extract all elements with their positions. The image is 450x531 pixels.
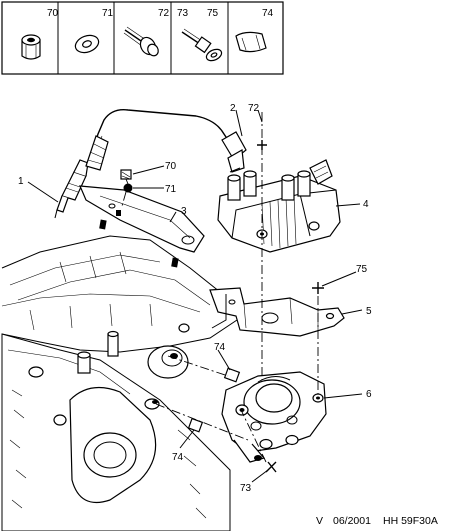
legend-ref-75: 75 xyxy=(207,8,219,19)
legend-ref-74: 74 xyxy=(262,8,274,19)
clip-icon xyxy=(235,31,267,53)
nut-70 xyxy=(120,169,132,180)
washer-71 xyxy=(123,183,133,193)
assembly-axes xyxy=(155,112,319,463)
ignition-coil xyxy=(217,159,341,253)
legend-ref-73: 73 xyxy=(177,8,189,19)
heat-shield xyxy=(79,185,205,253)
leader-lines xyxy=(27,109,363,483)
ht-lead xyxy=(85,109,247,173)
callout-3: 3 xyxy=(181,206,187,217)
callout-6: 6 xyxy=(366,389,372,400)
callout-71: 71 xyxy=(165,184,177,195)
washer-icon xyxy=(74,34,100,54)
screw-75-marker xyxy=(312,282,324,294)
callout-1: 1 xyxy=(18,176,24,187)
engine-block xyxy=(1,235,241,531)
footer-version: V xyxy=(316,515,323,527)
callout-72: 72 xyxy=(248,103,260,114)
callout-2: 2 xyxy=(230,103,236,114)
legend-ref-70: 70 xyxy=(47,8,59,19)
legend-ref-72: 72 xyxy=(158,8,170,19)
callout-70: 70 xyxy=(165,161,177,172)
callout-5: 5 xyxy=(366,306,372,317)
legend-ref-71: 71 xyxy=(102,8,114,19)
clip-on-shield xyxy=(99,210,179,268)
callout-74-lower: 74 xyxy=(172,452,184,463)
pump-housing xyxy=(221,371,327,463)
callout-4: 4 xyxy=(363,199,369,210)
callout-75: 75 xyxy=(356,264,368,275)
callout-74-upper: 74 xyxy=(214,342,226,353)
parts-legend: 70 71 72 73 75 74 xyxy=(1,1,284,75)
footer-date: 06/2001 xyxy=(333,515,371,527)
clip-74-lower xyxy=(187,417,204,433)
spark-plug xyxy=(54,159,89,219)
callout-73: 73 xyxy=(240,483,252,494)
footer-reference: HH 59F30A xyxy=(383,515,438,527)
screw-icon xyxy=(123,26,159,57)
bolt-washer-icon xyxy=(181,28,223,62)
nut-icon xyxy=(21,34,41,60)
mounting-bracket xyxy=(209,287,345,337)
clip-74-upper xyxy=(223,367,241,383)
